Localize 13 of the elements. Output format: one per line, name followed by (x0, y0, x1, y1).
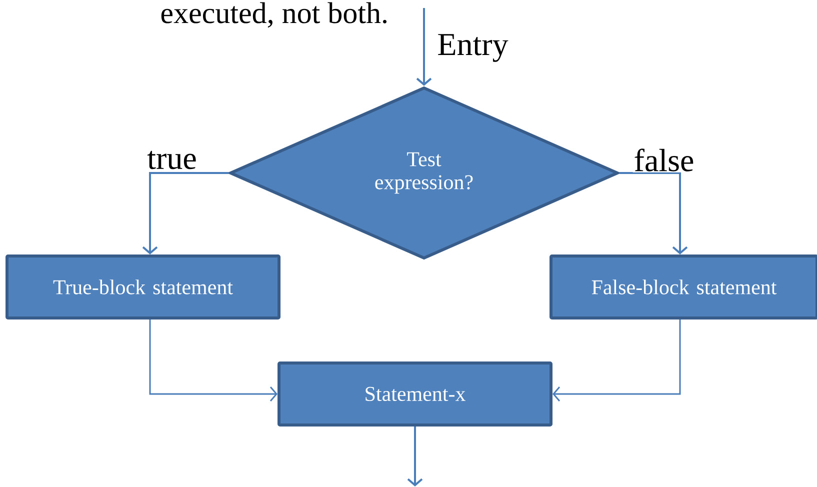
edge-label: false (632, 148, 696, 172)
arrow (552, 320, 681, 402)
arrow (149, 320, 278, 402)
process-box: False-block statement (550, 254, 817, 320)
process-box: Statement-x (278, 361, 552, 426)
arrow (142, 172, 228, 254)
arrow (620, 172, 688, 254)
process-box: True-block statement (6, 254, 280, 320)
edge-label: true (146, 150, 198, 170)
edge-label: Entry (436, 33, 510, 63)
arrow (416, 8, 432, 86)
note-text: executed, not both. (161, 2, 387, 28)
arrow (407, 426, 423, 486)
